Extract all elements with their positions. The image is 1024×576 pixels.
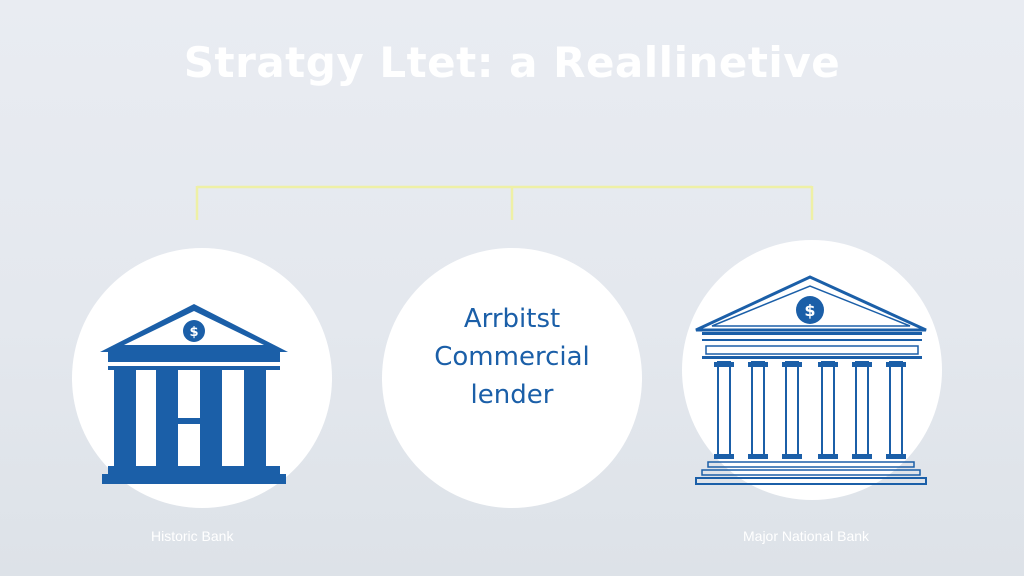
node-major-national-bank: $	[682, 240, 942, 500]
dollar-symbol-left: $	[189, 325, 198, 340]
node-historic-bank: $	[72, 248, 332, 508]
center-line-2: Commercial	[434, 342, 590, 372]
node-commercial-lender: Arrbitst Commercial lender	[382, 248, 642, 508]
dollar-symbol-right: $	[804, 301, 815, 320]
classical-bank-icon: $	[100, 304, 288, 484]
center-line-3: lender	[470, 380, 554, 410]
diagram-title: Stratgy Ltet: a Reallinetive	[183, 38, 841, 87]
caption-historic-bank: Historic Bank	[151, 528, 234, 544]
center-node-text: Arrbitst Commercial lender	[382, 300, 642, 414]
center-line-1: Arrbitst	[463, 304, 561, 334]
caption-major-national-bank: Major National Bank	[743, 528, 870, 544]
pillared-bank-icon: $	[695, 275, 927, 485]
